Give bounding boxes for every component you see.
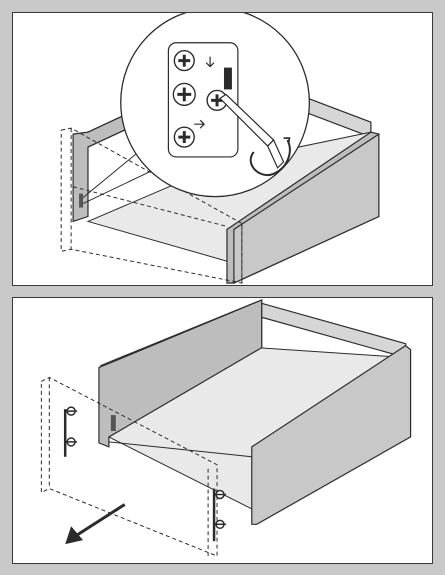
drawer-right-side: [251, 344, 412, 525]
removal-arrow-icon: [65, 503, 126, 545]
direction-arrow-icon: [205, 56, 215, 68]
drawer-adjust-illustration: [60, 13, 380, 284]
step-adjust-front-panel: [12, 12, 433, 286]
adjustment-screw-icon: [172, 50, 228, 148]
front-bracket-left: [79, 193, 84, 208]
front-fitting-left: [63, 406, 78, 457]
drawer-right-side-face: [233, 133, 380, 284]
rotation-arrow-icon: [249, 139, 291, 177]
step-remove-front-panel: [12, 297, 433, 564]
drawer-remove-illustration: [40, 299, 412, 557]
front-bracket-left: [110, 415, 116, 431]
drawer-left-side: [98, 299, 263, 448]
front-fitting-right: [212, 488, 226, 542]
